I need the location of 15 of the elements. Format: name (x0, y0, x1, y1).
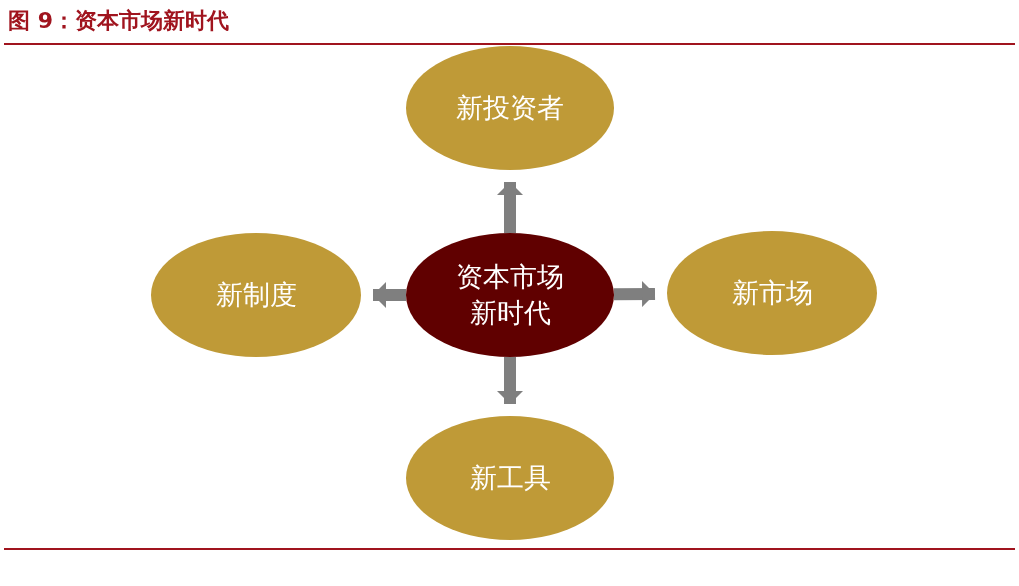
block-arrow (497, 357, 523, 404)
ellipse-label: 新工具 (468, 461, 552, 495)
ellipse (406, 416, 614, 540)
ellipse (406, 46, 614, 170)
block-arrow (497, 182, 523, 233)
block-arrow (613, 281, 656, 307)
figure-title: 图 9：资本市场新时代 (8, 7, 229, 35)
ellipse-label: 新投资者 (455, 91, 565, 125)
ellipse-label: 新制度 (214, 278, 298, 312)
ellipse (406, 233, 614, 357)
ellipse (151, 233, 361, 357)
ellipse-label: 新市场 (730, 276, 814, 310)
block-arrow (373, 282, 406, 308)
ellipse-label: 资本市场新时代 (455, 260, 565, 330)
ellipse (667, 231, 877, 355)
